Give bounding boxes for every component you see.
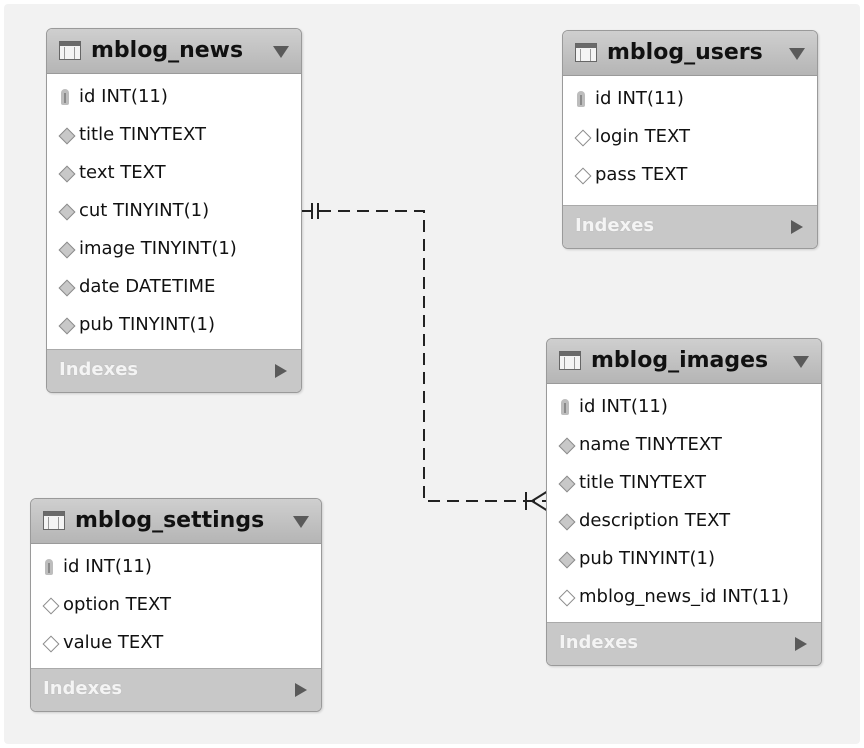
primary-key-icon xyxy=(45,559,53,575)
indexes-section[interactable]: Indexes xyxy=(563,205,817,248)
expand-arrow-icon[interactable] xyxy=(791,220,803,234)
column-diamond-icon xyxy=(42,597,60,615)
column-diamond-icon xyxy=(558,437,576,455)
table-header[interactable]: mblog_users xyxy=(563,31,817,76)
column-list: id INT(11) option TEXT value TEXT xyxy=(31,544,321,662)
column-list: id INT(11) name TINYTEXT title TINYTEXT … xyxy=(547,384,821,616)
column-label: value TEXT xyxy=(63,632,164,653)
column-diamond-icon xyxy=(574,167,592,185)
collapse-arrow-icon[interactable] xyxy=(293,516,309,528)
column-row[interactable]: id INT(11) xyxy=(547,388,821,426)
column-row[interactable]: title TINYTEXT xyxy=(547,464,821,502)
column-diamond-icon xyxy=(42,635,60,653)
column-diamond-icon xyxy=(558,475,576,493)
table-mblog-users[interactable]: mblog_users id INT(11) login TEXT pass T… xyxy=(562,30,818,249)
column-diamond-icon xyxy=(58,241,76,259)
table-name: mblog_news xyxy=(91,38,244,63)
column-row[interactable]: date DATETIME xyxy=(47,268,301,306)
column-row[interactable]: description TEXT xyxy=(547,502,821,540)
column-list: id INT(11) login TEXT pass TEXT xyxy=(563,76,817,194)
column-diamond-icon xyxy=(58,317,76,335)
column-label: name TINYTEXT xyxy=(579,434,722,455)
expand-arrow-icon[interactable] xyxy=(275,364,287,378)
table-icon xyxy=(43,511,65,530)
column-diamond-icon xyxy=(558,513,576,531)
collapse-arrow-icon[interactable] xyxy=(793,356,809,368)
column-row[interactable]: pass TEXT xyxy=(563,156,817,194)
diagram-canvas: mblog_news id INT(11) title TINYTEXT tex… xyxy=(4,4,860,744)
column-diamond-icon xyxy=(58,165,76,183)
column-row[interactable]: image TINYINT(1) xyxy=(47,230,301,268)
column-label: login TEXT xyxy=(595,126,690,147)
crowfoot-top xyxy=(531,490,549,502)
column-label: title TINYTEXT xyxy=(79,124,207,145)
column-diamond-icon xyxy=(58,203,76,221)
column-diamond-icon xyxy=(558,551,576,569)
indexes-label: Indexes xyxy=(559,632,639,653)
column-row[interactable]: text TEXT xyxy=(47,154,301,192)
column-label: cut TINYINT(1) xyxy=(79,200,210,221)
column-label: id INT(11) xyxy=(595,88,684,109)
column-row[interactable]: id INT(11) xyxy=(563,80,817,118)
table-header[interactable]: mblog_images xyxy=(547,339,821,384)
column-label: text TEXT xyxy=(79,162,166,183)
column-row[interactable]: login TEXT xyxy=(563,118,817,156)
column-label: option TEXT xyxy=(63,594,172,615)
column-row[interactable]: id INT(11) xyxy=(47,78,301,116)
table-icon xyxy=(559,351,581,370)
column-row[interactable]: cut TINYINT(1) xyxy=(47,192,301,230)
column-row[interactable]: pub TINYINT(1) xyxy=(547,540,821,578)
crowfoot-bottom xyxy=(531,500,549,512)
expand-arrow-icon[interactable] xyxy=(295,683,307,697)
relationship-layer xyxy=(300,203,549,512)
column-row[interactable]: id INT(11) xyxy=(31,548,321,586)
column-label: pub TINYINT(1) xyxy=(79,314,216,335)
table-mblog-news[interactable]: mblog_news id INT(11) title TINYTEXT tex… xyxy=(46,28,302,393)
indexes-label: Indexes xyxy=(575,215,655,236)
table-mblog-images[interactable]: mblog_images id INT(11) name TINYTEXT ti… xyxy=(546,338,822,666)
column-label: image TINYINT(1) xyxy=(79,238,237,259)
table-name: mblog_images xyxy=(591,348,769,373)
table-icon xyxy=(59,41,81,60)
column-diamond-icon xyxy=(574,129,592,147)
primary-key-icon xyxy=(577,91,585,107)
table-name: mblog_settings xyxy=(75,508,265,533)
indexes-section[interactable]: Indexes xyxy=(31,668,321,711)
table-name: mblog_users xyxy=(607,40,763,65)
indexes-section[interactable]: Indexes xyxy=(47,349,301,392)
column-label: id INT(11) xyxy=(63,556,152,577)
expand-arrow-icon[interactable] xyxy=(795,637,807,651)
column-list: id INT(11) title TINYTEXT text TEXT cut … xyxy=(47,74,301,344)
relationship-news-images[interactable] xyxy=(300,210,548,502)
column-row[interactable]: pub TINYINT(1) xyxy=(47,306,301,344)
column-label: pub TINYINT(1) xyxy=(579,548,716,569)
column-label: mblog_news_id INT(11) xyxy=(579,586,789,607)
table-icon xyxy=(575,43,597,62)
column-row[interactable]: option TEXT xyxy=(31,586,321,624)
indexes-label: Indexes xyxy=(43,678,123,699)
indexes-label: Indexes xyxy=(59,359,139,380)
column-row[interactable]: name TINYTEXT xyxy=(547,426,821,464)
column-label: date DATETIME xyxy=(79,276,216,297)
collapse-arrow-icon[interactable] xyxy=(789,48,805,60)
column-diamond-icon xyxy=(558,589,576,607)
column-label: title TINYTEXT xyxy=(579,472,707,493)
collapse-arrow-icon[interactable] xyxy=(273,46,289,58)
column-row[interactable]: title TINYTEXT xyxy=(47,116,301,154)
column-label: pass TEXT xyxy=(595,164,688,185)
table-header[interactable]: mblog_news xyxy=(47,29,301,74)
primary-key-icon xyxy=(61,89,69,105)
indexes-section[interactable]: Indexes xyxy=(547,622,821,665)
column-label: description TEXT xyxy=(579,510,731,531)
column-diamond-icon xyxy=(58,279,76,297)
table-header[interactable]: mblog_settings xyxy=(31,499,321,544)
table-mblog-settings[interactable]: mblog_settings id INT(11) option TEXT va… xyxy=(30,498,322,712)
column-label: id INT(11) xyxy=(579,396,668,417)
column-diamond-icon xyxy=(58,127,76,145)
column-row[interactable]: value TEXT xyxy=(31,624,321,662)
column-label: id INT(11) xyxy=(79,86,168,107)
column-row[interactable]: mblog_news_id INT(11) xyxy=(547,578,821,616)
primary-key-icon xyxy=(561,399,569,415)
